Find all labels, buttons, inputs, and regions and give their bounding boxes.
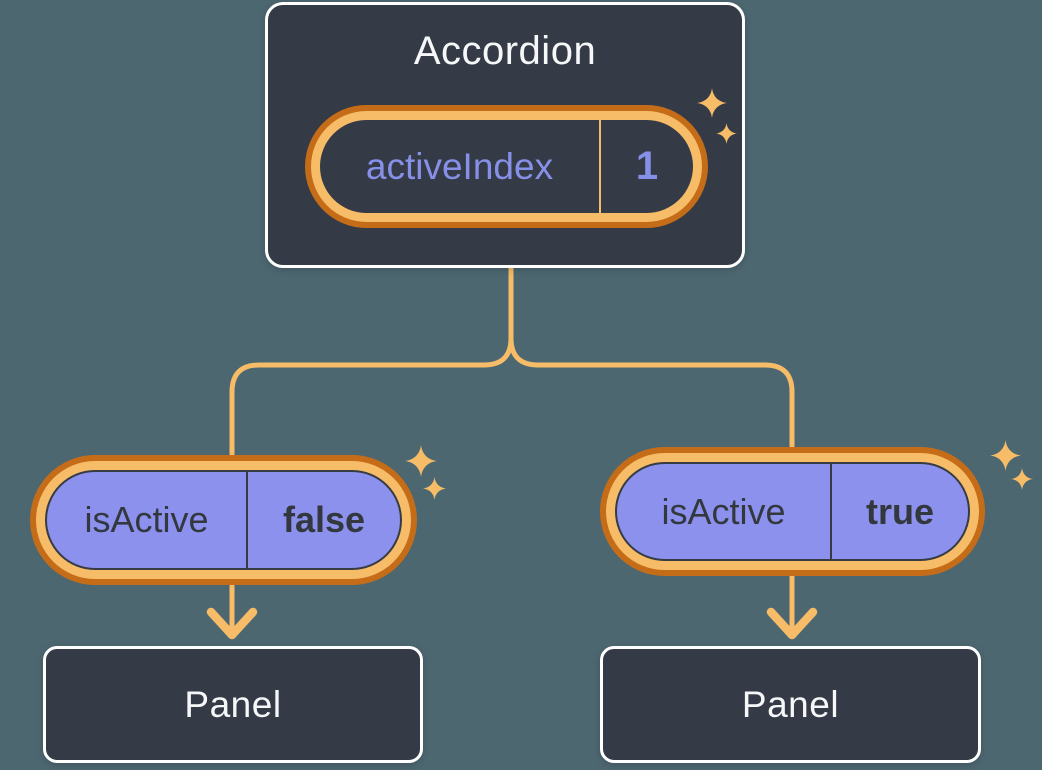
state-pill-ring: activeIndex 1 — [311, 111, 702, 222]
prop-pill-isactive-false: isActive false — [30, 455, 417, 585]
sparkle-icon — [697, 88, 727, 118]
prop-pill-body: isActive true — [615, 462, 970, 561]
state-key: activeIndex — [365, 145, 554, 187]
sparkle-icon — [990, 440, 1021, 471]
pill-divider — [830, 464, 832, 559]
pill-divider — [246, 472, 248, 568]
pill-divider — [599, 120, 601, 213]
panel-title: Panel — [184, 683, 282, 725]
panel-node-left: Panel — [43, 646, 423, 763]
prop-pill-ring: isActive false — [36, 461, 411, 579]
state-value: 1 — [635, 144, 659, 188]
prop-pill-isactive-true: isActive true — [600, 447, 985, 576]
sparkle-icon — [716, 123, 737, 144]
prop-value: false — [282, 499, 366, 540]
accordion-title: Accordion — [413, 29, 597, 73]
state-pill-body: activeIndex 1 — [320, 120, 693, 213]
arrow-down-icon — [206, 607, 258, 640]
prop-value: true — [865, 490, 934, 532]
prop-key: isActive — [661, 490, 786, 532]
prop-pill-body: isActive false — [45, 470, 402, 570]
arrow-down-icon — [766, 607, 818, 640]
prop-pill-ring: isActive true — [606, 453, 979, 570]
prop-key: isActive — [84, 499, 209, 540]
sparkle-icon — [423, 477, 446, 500]
panel-node-right: Panel — [600, 646, 981, 763]
panel-title: Panel — [741, 683, 840, 725]
state-pill: activeIndex 1 — [305, 105, 708, 228]
connector-branch-left — [229, 337, 514, 630]
sparkle-icon — [1011, 468, 1033, 490]
sparkle-icon — [405, 445, 437, 477]
connector-branch-right — [508, 337, 795, 630]
